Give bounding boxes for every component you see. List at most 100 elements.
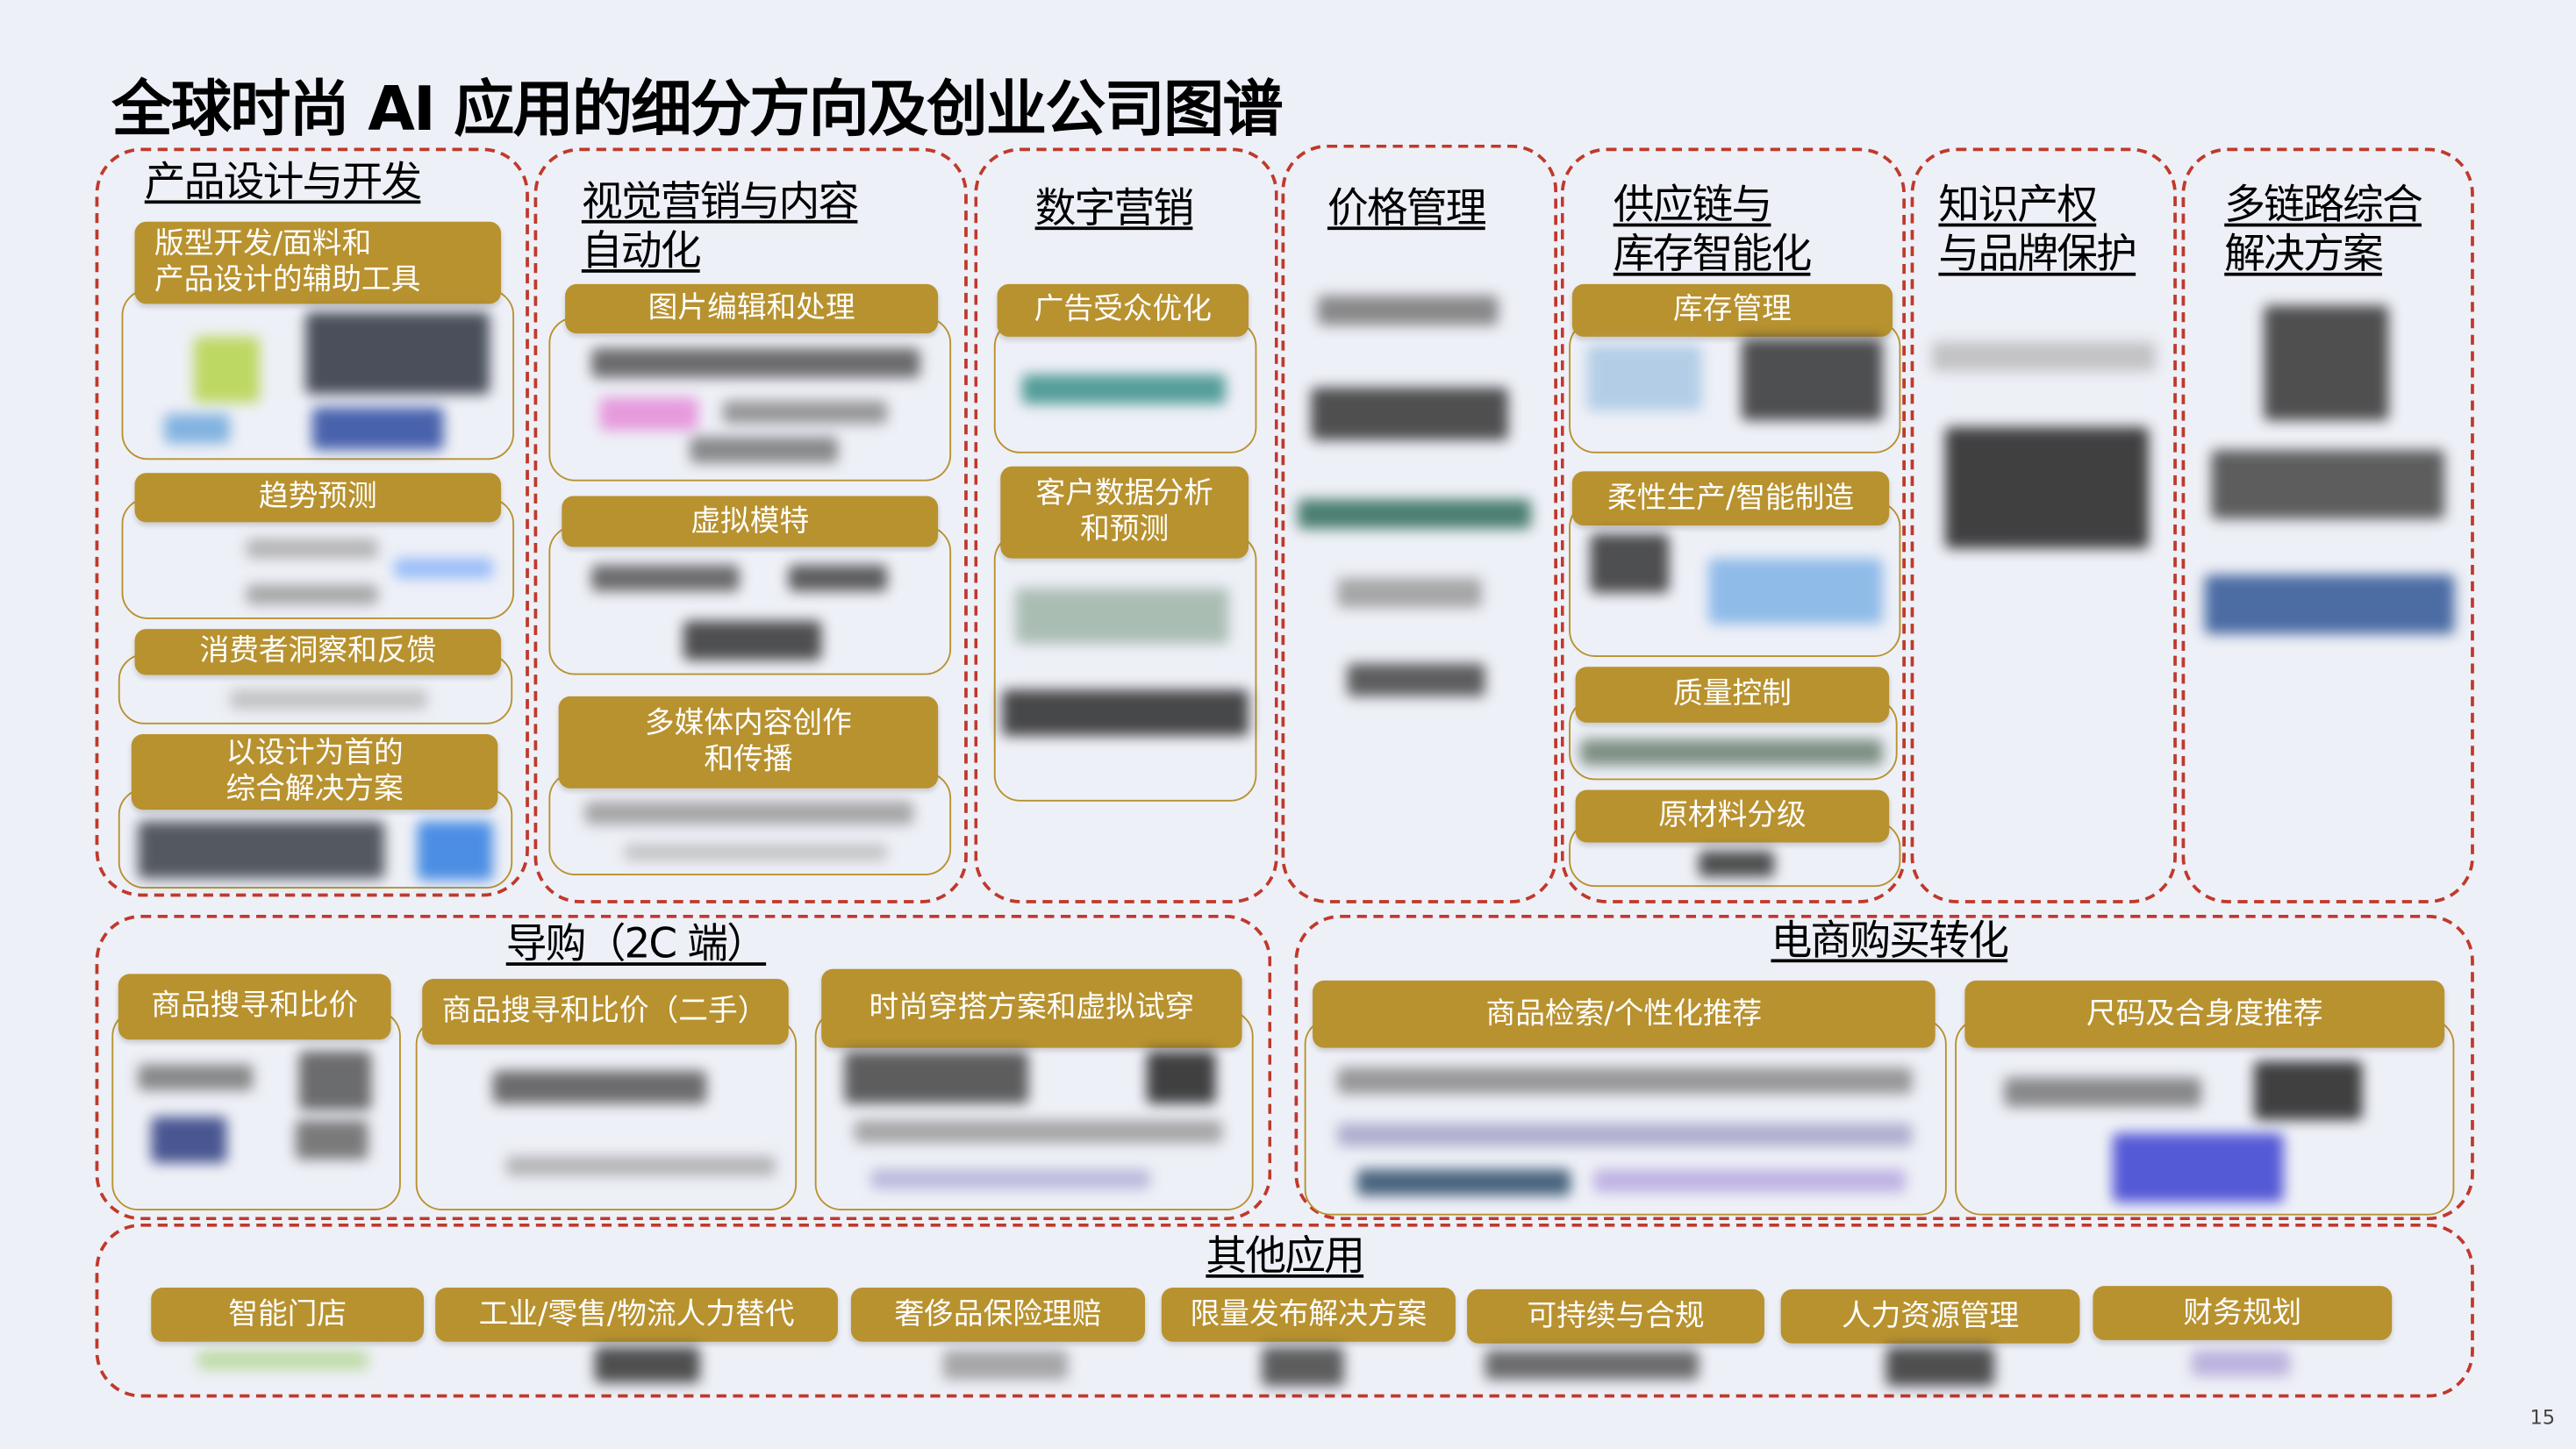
blurred-logo bbox=[394, 558, 493, 579]
blurred-logo bbox=[193, 336, 260, 403]
blurred-logo bbox=[151, 1117, 227, 1163]
category-label: 人力资源管理 bbox=[1780, 1288, 2080, 1344]
blurred-logo bbox=[1311, 387, 1508, 440]
blurred-logo bbox=[870, 1169, 1150, 1189]
category-label: 多媒体内容创作 和传播 bbox=[558, 696, 939, 789]
section-ip-protection bbox=[1910, 147, 2177, 903]
blurred-logo bbox=[2253, 1060, 2363, 1120]
blurred-logo bbox=[584, 801, 914, 824]
logo-box bbox=[993, 533, 1257, 802]
blurred-logo bbox=[164, 413, 231, 444]
blurred-logo bbox=[246, 539, 378, 559]
section-title: 多链路综合 解决方案 bbox=[2224, 180, 2423, 278]
section-title: 知识产权 与品牌保护 bbox=[1938, 180, 2137, 278]
blurred-logo bbox=[1593, 1169, 1906, 1193]
category-label: 限量发布解决方案 bbox=[1161, 1287, 1456, 1342]
section-title: 其他应用 bbox=[1206, 1231, 1365, 1280]
blurred-logo bbox=[1944, 426, 2150, 549]
logo-box bbox=[111, 1010, 401, 1210]
section-title: 产品设计与开发 bbox=[144, 157, 422, 206]
category-label: 工业/零售/物流人力替代 bbox=[435, 1287, 838, 1342]
category-label: 奢侈品保险理赔 bbox=[850, 1287, 1146, 1342]
blurred-logo bbox=[1586, 345, 1702, 411]
section-title: 供应链与 库存智能化 bbox=[1613, 180, 1813, 278]
section-digital-marketing bbox=[974, 147, 1278, 903]
blurred-logo bbox=[788, 565, 888, 592]
section-ecommerce bbox=[1294, 914, 2474, 1221]
category-label: 商品搜寻和比价（二手） bbox=[422, 978, 789, 1045]
section-supply-chain bbox=[1560, 147, 1906, 903]
blurred-logo bbox=[1298, 499, 1532, 529]
category-label: 尺码及合身度推荐 bbox=[1964, 980, 2445, 1048]
section-title: 价格管理 bbox=[1327, 183, 1487, 232]
category-label: 客户数据分析 和预测 bbox=[1000, 466, 1249, 559]
blurred-logo bbox=[305, 311, 490, 395]
blurred-logo bbox=[246, 584, 378, 605]
blurred-logo bbox=[1931, 341, 2156, 372]
blurred-logo bbox=[1021, 374, 1226, 404]
blurred-logo bbox=[505, 1156, 776, 1176]
category-label: 版型开发/面料和 产品设计的辅助工具 bbox=[134, 221, 502, 304]
blurred-logo bbox=[1337, 578, 1482, 608]
blurred-logo bbox=[591, 347, 920, 378]
section-multi-chain bbox=[2181, 147, 2474, 903]
section-visual-marketing bbox=[533, 147, 968, 903]
category-label: 商品检索/个性化推荐 bbox=[1313, 980, 1936, 1048]
category-label: 智能门店 bbox=[151, 1287, 425, 1342]
blurred-logo bbox=[1002, 689, 1249, 736]
blurred-logo bbox=[690, 437, 838, 464]
blurred-logo bbox=[1337, 1123, 1913, 1146]
blurred-logo bbox=[1347, 663, 1485, 696]
blurred-logo bbox=[1262, 1346, 1344, 1387]
blurred-logo bbox=[2204, 575, 2455, 634]
blurred-logo bbox=[594, 1346, 700, 1383]
blurred-logo bbox=[1485, 1350, 1699, 1380]
blurred-logo bbox=[138, 821, 385, 879]
category-label: 图片编辑和处理 bbox=[565, 283, 939, 334]
blurred-logo bbox=[683, 620, 822, 660]
blurred-logo bbox=[1580, 739, 1883, 766]
blurred-logo bbox=[2112, 1132, 2284, 1203]
blurred-logo bbox=[854, 1119, 1223, 1144]
page-title: 全球时尚 AI 应用的细分方向及创业公司图谱 bbox=[111, 74, 1283, 145]
section-title: 电商购买转化 bbox=[1771, 916, 2009, 965]
blurred-logo bbox=[1741, 338, 1883, 421]
section-pricing bbox=[1281, 144, 1558, 903]
category-label: 柔性生产/智能制造 bbox=[1571, 471, 1890, 526]
logo-box bbox=[415, 1017, 798, 1210]
category-label: 消费者洞察和反馈 bbox=[134, 629, 502, 675]
blurred-logo bbox=[2191, 1350, 2291, 1377]
category-label: 可持续与合规 bbox=[1467, 1288, 1764, 1344]
blurred-logo bbox=[624, 844, 888, 861]
section-other bbox=[95, 1223, 2474, 1398]
section-title: 导购（2C 端） bbox=[505, 919, 768, 967]
blurred-logo bbox=[1015, 588, 1229, 644]
blurred-logo bbox=[311, 407, 444, 451]
blurred-logo bbox=[2264, 305, 2389, 421]
blurred-logo bbox=[138, 1064, 254, 1091]
section-shopping-guide bbox=[95, 914, 1272, 1221]
blurred-logo bbox=[599, 397, 698, 431]
section-title: 数字营销 bbox=[1034, 183, 1195, 232]
blurred-logo bbox=[296, 1119, 369, 1160]
category-label: 时尚穿搭方案和虚拟试穿 bbox=[821, 968, 1242, 1048]
blurred-logo bbox=[1337, 1067, 1913, 1095]
section-product-design bbox=[95, 147, 529, 897]
category-label: 质量控制 bbox=[1575, 667, 1890, 723]
blurred-logo bbox=[1708, 558, 1883, 625]
blurred-logo bbox=[722, 400, 888, 425]
page-number: 15 bbox=[2529, 1405, 2556, 1429]
category-label: 趋势预测 bbox=[134, 473, 502, 523]
section-title: 视觉营销与内容 自动化 bbox=[581, 177, 859, 275]
category-label: 原材料分级 bbox=[1575, 789, 1890, 843]
blurred-logo bbox=[298, 1051, 372, 1110]
blurred-logo bbox=[1356, 1169, 1571, 1196]
blurred-logo bbox=[942, 1350, 1069, 1380]
blurred-logo bbox=[1590, 533, 1670, 593]
blurred-logo bbox=[492, 1070, 707, 1104]
blurred-logo bbox=[417, 821, 493, 881]
blurred-logo bbox=[1146, 1051, 1216, 1104]
category-label: 商品搜寻和比价 bbox=[118, 974, 391, 1040]
blurred-logo bbox=[2004, 1077, 2202, 1107]
